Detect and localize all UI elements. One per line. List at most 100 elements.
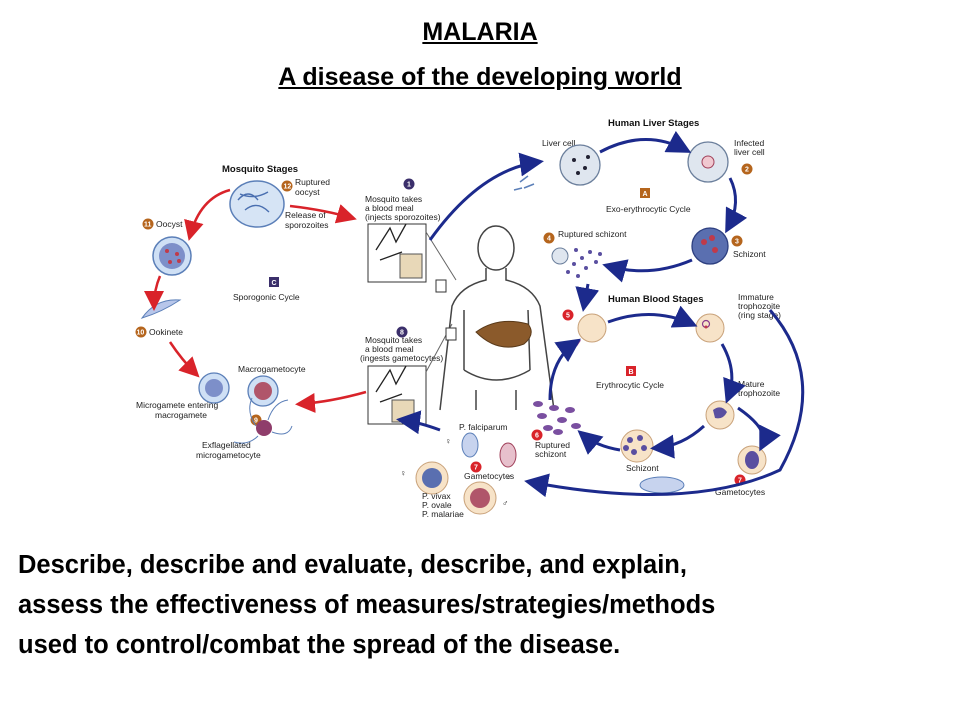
mosquito-takes-8-label-2: a blood meal — [365, 344, 414, 354]
body-text-line-1: Describe, describe and evaluate, describ… — [18, 551, 687, 579]
oocyst-label: Oocyst — [156, 219, 183, 229]
step-3-badge — [731, 235, 743, 247]
step-11-badge — [142, 218, 154, 230]
mosquito-skin-8-image — [367, 365, 427, 425]
cycle-b-letter: B — [629, 369, 634, 376]
cycle-a-letter: A — [643, 191, 648, 198]
vivax-male-gametocyte-image — [463, 481, 497, 515]
mature-trophozoite-image — [705, 400, 735, 430]
human-liver-stages-heading: Human Liver Stages — [608, 118, 699, 129]
ring-stage-image — [695, 313, 725, 343]
ruptured-oocyst-label-2: oocyst — [295, 187, 320, 197]
gametocytes-right-label: Gametocytes — [715, 487, 765, 497]
human-blood-stages-heading: Human Blood Stages — [608, 294, 704, 305]
falciparum-male-image — [499, 442, 517, 468]
step-1-badge — [403, 178, 415, 190]
infected-liver-cell-label-2: liver cell — [734, 147, 765, 157]
sporogonic-cycle-label: Sporogonic Cycle — [233, 292, 300, 302]
exflagellated-label-1: Exflagellated — [202, 440, 251, 450]
p-vivax-label: P. vivax — [422, 491, 451, 501]
female-symbol-2: ♀ — [400, 468, 406, 478]
step-2-badge — [741, 163, 753, 175]
liver-schizont-image — [691, 227, 729, 265]
liver-cell-image — [559, 144, 601, 186]
step-7-left-badge — [470, 461, 482, 473]
oocyst-image — [152, 236, 192, 276]
microgamete-label-1: Microgamete entering — [136, 400, 218, 410]
p-falciparum-label: P. falciparum — [459, 422, 508, 432]
ruptured-schizont-liver-image — [551, 247, 602, 278]
malaria-life-cycle-diagram: Mosquito Stages 12 Ruptured oocyst Relea… — [135, 118, 805, 519]
male-symbol-2: ♂ — [502, 498, 508, 508]
blood-schizont-image — [620, 429, 654, 463]
cycle-b-badge — [626, 366, 636, 376]
microgamete-label-2: macrogamete — [155, 410, 207, 420]
exflagellated-label-2: microgametocyte — [196, 450, 261, 460]
ruptured-schizont-blood-image — [533, 401, 581, 435]
mosquito-takes-1-label-3: (injects sporozoites) — [365, 212, 441, 222]
erythrocytic-cycle-label: Erythrocytic Cycle — [596, 380, 664, 390]
release-label-2: sporozoites — [285, 220, 328, 230]
falciparum-female-image — [461, 432, 479, 458]
mosquito-stages-heading: Mosquito Stages — [222, 164, 298, 175]
mosquito-takes-1-label-2: a blood meal — [365, 203, 414, 213]
mature-trophozoite-label-2: trophozoite — [738, 388, 780, 398]
step-12-number: 12 — [284, 184, 292, 191]
ruptured-oocyst-label-1: Ruptured — [295, 177, 330, 187]
step-6-badge — [531, 429, 543, 441]
step-4-badge — [543, 232, 555, 244]
cycle-a-badge — [640, 188, 650, 198]
immature-trophozoite-label-2: trophozoite — [738, 301, 780, 311]
macrogametocyte-image — [198, 372, 279, 407]
cycle-c-badge — [269, 277, 279, 287]
p-ovale-label: P. ovale — [422, 500, 452, 510]
body-text-line-2: assess the effectiveness of measures/str… — [18, 591, 716, 619]
step-3-number: 3 — [735, 239, 739, 246]
banana-gametocyte-image — [639, 476, 685, 494]
gametocytes-left-label: Gametocytes — [464, 471, 514, 481]
gametocyte-right-image — [737, 445, 767, 475]
ruptured-schizont-blood-label-1: Ruptured — [535, 440, 570, 450]
liver-image — [475, 320, 532, 348]
mosquito-takes-8-label-3: (ingests gametocytes) — [360, 353, 443, 363]
step-7-left-number: 7 — [474, 465, 478, 472]
exflagellated-image — [233, 397, 293, 444]
release-label-1: Release of — [285, 210, 326, 220]
step-5-number: 5 — [566, 313, 570, 320]
ookinete-label: Ookinete — [149, 327, 183, 337]
body-text: Describe, describe and evaluate, describ… — [18, 545, 948, 665]
macrogametocyte-label: Macrogametocyte — [238, 364, 306, 374]
sporozoites-image — [513, 175, 535, 191]
liver-schizont-label: Schizont — [733, 249, 766, 259]
body-text-line-3: used to control/combat the spread of the… — [18, 631, 621, 659]
cycle-c-letter: C — [272, 280, 277, 287]
step-8-number: 8 — [400, 330, 404, 337]
p-malariae-label: P. malariae — [422, 509, 464, 519]
vivax-gametocyte-image — [415, 461, 449, 495]
step-10-badge — [135, 326, 147, 338]
blood-cycle-arrows — [396, 305, 805, 498]
ruptured-schizont-blood-label-2: schizont — [535, 449, 567, 459]
step-1-number: 1 — [407, 182, 411, 189]
exo-erythrocytic-label: Exo-erythrocytic Cycle — [606, 204, 691, 214]
ruptured-schizont-liver-label: Ruptured schizont — [558, 229, 627, 239]
mosquito-takes-8-label-1: Mosquito takes — [365, 335, 422, 345]
slide-title: MALARIA — [422, 18, 538, 46]
step-2-number: 2 — [745, 167, 749, 174]
step-8-badge — [396, 326, 408, 338]
mosquito-skin-1-image — [367, 223, 427, 283]
female-symbol-1: ♀ — [445, 436, 451, 446]
mosquito-takes-1-label-1: Mosquito takes — [365, 194, 422, 204]
infected-liver-cell-image — [687, 141, 729, 183]
male-symbol-1: ♂ — [506, 472, 512, 482]
step-5-badge — [562, 309, 574, 321]
step-11-number: 11 — [144, 222, 152, 229]
immature-trophozoite-label-1: Immature — [738, 292, 774, 302]
step-6-number: 6 — [535, 433, 539, 440]
step-4-number: 4 — [547, 236, 551, 243]
human-body-image — [425, 225, 555, 411]
step-12-badge — [281, 180, 293, 192]
ookinete-image — [140, 299, 182, 319]
ruptured-oocyst-image — [229, 180, 285, 228]
slide-subtitle: A disease of the developing world — [278, 63, 682, 91]
